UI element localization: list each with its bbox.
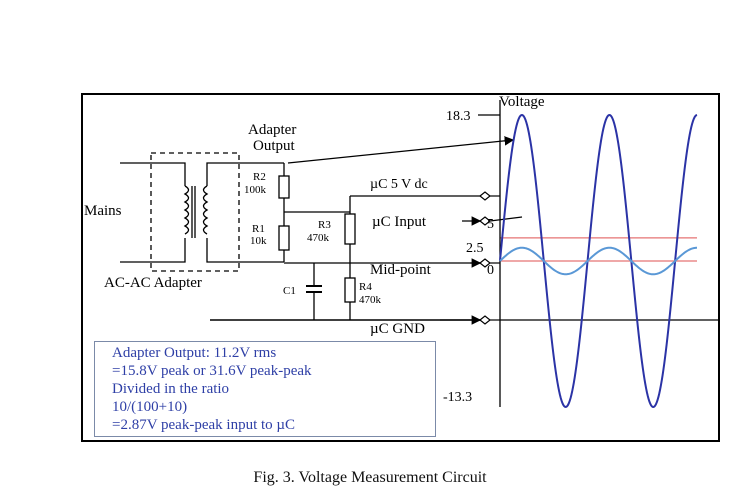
label-uc-gnd: µC GND <box>370 321 425 337</box>
label-r4-name: R4 <box>359 281 372 293</box>
resistor-r2 <box>278 175 290 199</box>
axis-title-voltage: Voltage <box>499 94 545 110</box>
adapter-output-waveform <box>499 114 698 409</box>
info-line: 10/(100+10) <box>112 399 188 415</box>
label-adapter-output-2: Output <box>253 138 296 154</box>
y-tick-label: 18.3 <box>446 109 471 124</box>
label-c1-name: C1 <box>283 285 296 297</box>
adapter-box <box>150 152 240 272</box>
label-uc-5v: µC 5 V dc <box>370 177 428 192</box>
label-r2-value: 100k <box>244 184 267 196</box>
y-tick-label: 2.5 <box>466 241 484 256</box>
info-box: Adapter Output: 11.2V rms =15.8V peak or… <box>94 341 436 437</box>
info-line: Divided in the ratio <box>112 381 230 397</box>
terminals <box>479 191 491 325</box>
y-tick-label: -13.3 <box>443 390 472 405</box>
label-r1-name: R1 <box>252 223 265 235</box>
resistor-r4 <box>344 277 356 303</box>
resistor-r3 <box>344 213 356 245</box>
y-tick-label: 0 <box>487 263 494 278</box>
info-line: =2.87V peak-peak input to µC <box>112 417 296 433</box>
y-tick-label: 5 <box>487 217 494 232</box>
label-r1-value: 10k <box>250 235 267 247</box>
label-adapter-output-1: Adapter <box>248 122 296 138</box>
pointer-arrows <box>287 136 523 325</box>
figure-caption: Fig. 3. Voltage Measurement Circuit <box>253 469 487 486</box>
label-mains: Mains <box>84 203 122 219</box>
label-r4-value: 470k <box>359 294 382 306</box>
info-line: =15.8V peak or 31.6V peak-peak <box>112 363 312 379</box>
label-r3-name: R3 <box>318 219 331 231</box>
label-mid-point: Mid-point <box>370 262 432 278</box>
label-uc-input: µC Input <box>372 214 427 230</box>
uc-input-waveform <box>499 246 698 276</box>
info-line: Adapter Output: 11.2V rms <box>112 345 277 361</box>
label-adapter-type: AC-AC Adapter <box>104 275 202 291</box>
transformer <box>120 162 284 263</box>
figure-frame <box>81 93 720 442</box>
resistor-r1 <box>278 225 290 251</box>
voltage-waveform-chart: 18.3 52.50 -13.3 Voltage <box>443 94 718 409</box>
label-r2-name: R2 <box>253 171 266 183</box>
label-r3-value: 470k <box>307 232 330 244</box>
resistor-network <box>210 163 480 321</box>
